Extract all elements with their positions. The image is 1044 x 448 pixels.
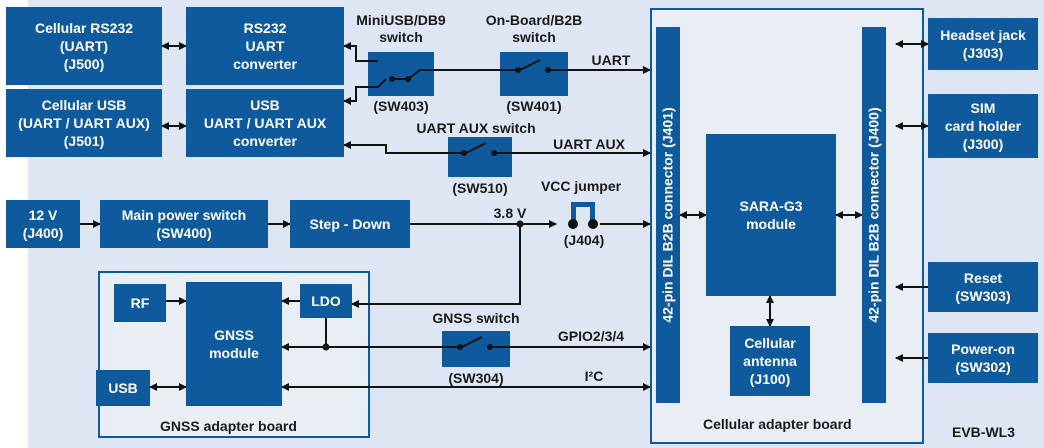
usb-label: USB [108, 380, 138, 396]
i2c-label: I²C [584, 368, 604, 384]
headset-jack-block: Headset jack (J303) [928, 18, 1038, 70]
miniusb-switch-label: MiniUSB/DB9 switch [356, 12, 446, 45]
step-down-label: Step - Down [309, 216, 391, 232]
switch-sw403 [368, 52, 434, 96]
cellular-adapter-board-title: Cellular adapter board [703, 416, 852, 432]
junction-3v8 [516, 220, 524, 228]
ldo-block: LDO [300, 284, 352, 318]
sim-card-holder-label: SIM card holder (J300) [944, 100, 1022, 152]
junction-ldo [322, 343, 330, 351]
usb-converter-block: USB UART / UART AUX converter [186, 89, 344, 157]
sw304-label: (SW304) [448, 370, 504, 386]
cellular-rs232-block: Cellular RS232 (UART) (J500) [6, 7, 162, 85]
sim-card-holder-block: SIM card holder (J300) [928, 94, 1038, 158]
reset-block: Reset (SW303) [928, 262, 1038, 312]
sw403-label: (SW403) [373, 98, 429, 114]
reset-label: Reset (SW303) [955, 270, 1011, 304]
sw510-label: (SW510) [452, 180, 508, 196]
vcc-jumper-label: VCC jumper [540, 178, 622, 194]
link-rs232-sw403 [343, 42, 368, 62]
rf-label: RF [130, 295, 150, 311]
cellular-usb-label: Cellular USB (UART / UART AUX) (J501) [18, 97, 150, 149]
rs232-converter-label: RS232 UART converter [233, 20, 297, 72]
gnss-adapter-board-title: GNSS adapter board [160, 418, 297, 434]
rs232-converter-block: RS232 UART converter [186, 7, 344, 85]
j404-label: (J404) [563, 232, 605, 248]
dil-connector-j401: 42-pin DIL B2B connector (J401) [656, 27, 680, 403]
sara-module-label: SARA-G3 module [739, 198, 803, 232]
cellular-antenna-label: Cellular antenna (J100) [743, 335, 797, 387]
switch-sw304 [442, 331, 510, 367]
voltage-label: 3.8 V [493, 205, 527, 221]
gnss-module-label: GNSS module [209, 327, 259, 361]
gnss-module-block: GNSS module [186, 282, 282, 406]
power-input-label: 12 V (J400) [22, 207, 64, 241]
cellular-antenna-block: Cellular antenna (J100) [730, 326, 810, 396]
sara-module-block: SARA-G3 module [706, 134, 836, 296]
switch-sw510 [448, 137, 512, 177]
usb-converter-label: USB UART / UART AUX converter [203, 97, 327, 149]
power-on-block: Power-on (SW302) [928, 333, 1038, 383]
switch-sw401 [500, 52, 568, 96]
step-down-block: Step - Down [290, 200, 410, 248]
dil-connector-j401-label: 42-pin DIL B2B connector (J401) [660, 107, 676, 323]
usb-block: USB [96, 370, 150, 406]
headset-jack-label: Headset jack (J303) [940, 27, 1026, 61]
evb-model-label: EVB-WL3 [952, 424, 1015, 440]
onboard-switch-label: On-Board/B2B switch [485, 12, 583, 45]
power-input-block: 12 V (J400) [6, 200, 80, 248]
link-uart-aux-left [343, 141, 448, 154]
gnss-switch-label: GNSS switch [432, 310, 520, 326]
link-usb-sw403 [343, 86, 368, 105]
ldo-label: LDO [311, 293, 341, 309]
power-on-label: Power-on (SW302) [951, 341, 1015, 375]
main-power-switch-label: Main power switch (SW400) [121, 207, 247, 241]
sw401-label: (SW401) [506, 98, 562, 114]
uart-aux-switch-label: UART AUX switch [416, 120, 536, 136]
uart-aux-label: UART AUX [553, 136, 625, 152]
cellular-rs232-label: Cellular RS232 (UART) (J500) [34, 20, 134, 72]
dil-connector-j400: 42-pin DIL B2B connector (J400) [862, 27, 886, 403]
uart-label: UART [591, 52, 631, 68]
link-3v8-ldo [351, 224, 521, 308]
gpio-label: GPIO2/3/4 [557, 328, 625, 344]
vcc-jumper-j404 [568, 202, 598, 229]
dil-connector-j400-label: 42-pin DIL B2B connector (J400) [866, 107, 882, 323]
main-power-switch-block: Main power switch (SW400) [100, 200, 268, 248]
cellular-usb-block: Cellular USB (UART / UART AUX) (J501) [6, 89, 162, 157]
rf-block: RF [114, 284, 166, 322]
